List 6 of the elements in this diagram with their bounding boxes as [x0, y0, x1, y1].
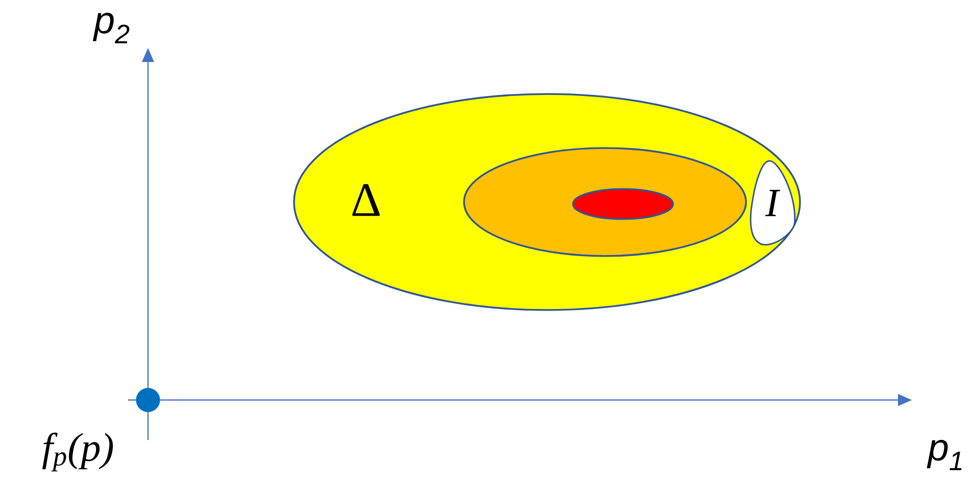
region-ellipse [572, 188, 674, 220]
axis-label: p$_{2}$ [92, 12, 130, 44]
axis-label: f$_{p}$(p) [42, 432, 113, 472]
region-ellipse [463, 147, 747, 257]
blob-region: I [750, 160, 796, 246]
axis-label: p$_{1}$ [926, 440, 962, 470]
